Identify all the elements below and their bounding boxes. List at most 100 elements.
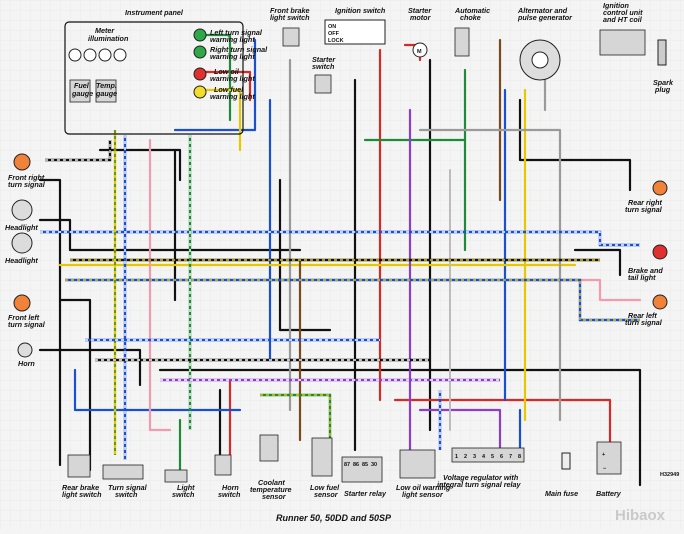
svg-text:5: 5 — [491, 454, 494, 460]
svg-text:turn signal: turn signal — [625, 318, 663, 327]
svg-text:6: 6 — [500, 454, 503, 460]
ignition-control-unit: Ignition control unit and HT coil — [599, 1, 646, 56]
coolant-temperature-sensor: Coolant temperature sensor — [250, 434, 292, 501]
svg-text:light sensor: light sensor — [402, 490, 444, 499]
svg-text:illumination: illumination — [88, 34, 129, 43]
svg-text:M: M — [417, 49, 422, 55]
svg-text:turn signal: turn signal — [625, 205, 663, 214]
svg-text:Main fuse: Main fuse — [545, 489, 578, 498]
ignition-pos-lock: LOCK — [328, 38, 344, 44]
svg-text:Starter: Starter — [312, 55, 336, 64]
horn-switch: Horn switch — [214, 454, 241, 499]
fuel-gauge — [69, 79, 91, 103]
svg-text:Ignition: Ignition — [603, 1, 630, 10]
striped-wires — [40, 130, 640, 460]
voltage-regulator: 1 2 3 4 5 6 7 8 Voltage regulator with i… — [437, 447, 525, 489]
svg-text:Front right: Front right — [8, 173, 45, 182]
left-turn-warning-icon — [193, 28, 207, 42]
figure-code: H32949 — [660, 472, 679, 478]
svg-text:Ignition switch: Ignition switch — [335, 6, 386, 15]
svg-text:light switch: light switch — [62, 490, 102, 499]
rear-right-turn-signal: Rear right turn signal — [625, 180, 668, 214]
instrument-panel-label: Instrument panel — [125, 8, 184, 17]
relay-terminal-30: 30 — [371, 462, 377, 468]
starter-relay: 87 86 85 30 Starter relay — [341, 456, 387, 498]
svg-text:control unit: control unit — [603, 8, 643, 17]
svg-text:Low oil warning: Low oil warning — [396, 483, 451, 492]
meter-bulbs — [68, 48, 127, 62]
temp-gauge-label: Temp. — [96, 81, 117, 90]
low-fuel-warning-label: Low fuel — [214, 85, 244, 94]
light-switch: Light switch — [164, 469, 195, 499]
front-brake-switch: Front brake light switch — [270, 6, 310, 47]
svg-text:gauge: gauge — [71, 89, 93, 98]
turn-signal-switch: Turn signal switch — [102, 464, 148, 499]
svg-text:tail light: tail light — [628, 273, 656, 282]
right-turn-warning-label: Right turn signal — [210, 45, 268, 54]
svg-text:and HT coil: and HT coil — [603, 15, 643, 24]
svg-text:motor: motor — [410, 13, 432, 22]
svg-text:Battery: Battery — [596, 489, 622, 498]
main-fuse: Main fuse — [545, 452, 578, 498]
svg-text:7: 7 — [509, 454, 512, 460]
low-oil-warning-label: Low oil — [214, 67, 240, 76]
svg-text:−: − — [603, 466, 606, 472]
svg-text:Coolant: Coolant — [258, 478, 285, 487]
low-oil-warning-icon — [193, 67, 207, 81]
svg-text:warning light: warning light — [210, 52, 255, 61]
svg-text:Starter relay: Starter relay — [344, 489, 387, 498]
temp-gauge — [95, 79, 117, 103]
relay-terminal-87: 87 — [344, 462, 350, 468]
svg-text:switch: switch — [312, 62, 335, 71]
spark-plug: Spark plug — [653, 39, 674, 94]
svg-text:Headlight: Headlight — [5, 223, 38, 232]
svg-text:warning light: warning light — [210, 92, 255, 101]
svg-text:1: 1 — [455, 454, 458, 460]
svg-text:switch: switch — [115, 490, 138, 499]
battery: + − Battery — [596, 441, 622, 498]
starter-switch: Starter switch — [312, 55, 336, 94]
svg-text:sensor: sensor — [262, 492, 287, 501]
watermark: Hibaox — [615, 507, 666, 524]
svg-text:sensor: sensor — [314, 490, 339, 499]
svg-text:plug: plug — [654, 85, 671, 94]
ignition-switch: Ignition switch ON OFF LOCK — [324, 6, 386, 45]
svg-text:switch: switch — [218, 490, 241, 499]
front-right-turn-signal: Front right turn signal — [8, 153, 46, 189]
front-left-turn-signal: Front left turn signal — [8, 294, 46, 329]
svg-text:integral turn signal relay: integral turn signal relay — [437, 480, 521, 489]
headlight-b: Headlight — [5, 232, 38, 265]
svg-text:pulse generator: pulse generator — [517, 13, 573, 22]
svg-text:Brake and: Brake and — [628, 266, 663, 275]
headlight-a: Headlight — [5, 199, 38, 232]
meter-illumination-label: Meter — [95, 26, 115, 35]
svg-text:Low fuel: Low fuel — [310, 483, 340, 492]
svg-text:3: 3 — [473, 454, 476, 460]
fuel-gauge-label: Fuel — [74, 81, 90, 90]
low-oil-sensor: Low oil warning light sensor — [396, 449, 451, 499]
alternator-pulse-generator: Alternator and pulse generator — [517, 6, 573, 81]
ignition-pos-on: ON — [328, 24, 336, 30]
rear-left-turn-signal: Rear left turn signal — [625, 294, 668, 327]
svg-text:Front left: Front left — [8, 313, 40, 322]
svg-text:4: 4 — [482, 454, 486, 460]
svg-text:turn signal: turn signal — [8, 180, 46, 189]
brake-tail-light: Brake and tail light — [628, 244, 668, 282]
svg-text:Horn: Horn — [18, 359, 35, 368]
svg-text:light switch: light switch — [270, 13, 310, 22]
low-fuel-sensor: Low fuel sensor — [310, 437, 340, 499]
svg-text:turn signal: turn signal — [8, 320, 46, 329]
relay-terminal-86: 86 — [353, 462, 359, 468]
svg-text:temperature: temperature — [250, 485, 292, 494]
ignition-pos-off: OFF — [328, 31, 340, 37]
svg-text:Front brake: Front brake — [270, 6, 310, 15]
svg-text:2: 2 — [464, 454, 467, 460]
svg-text:Rear left: Rear left — [628, 311, 657, 320]
svg-text:Turn signal: Turn signal — [108, 483, 148, 492]
right-turn-warning-icon — [193, 45, 207, 59]
automatic-choke: Automatic choke — [454, 6, 490, 57]
relay-terminal-85: 85 — [362, 462, 368, 468]
diagram-title: Runner 50, 50DD and 50SP — [276, 513, 392, 523]
